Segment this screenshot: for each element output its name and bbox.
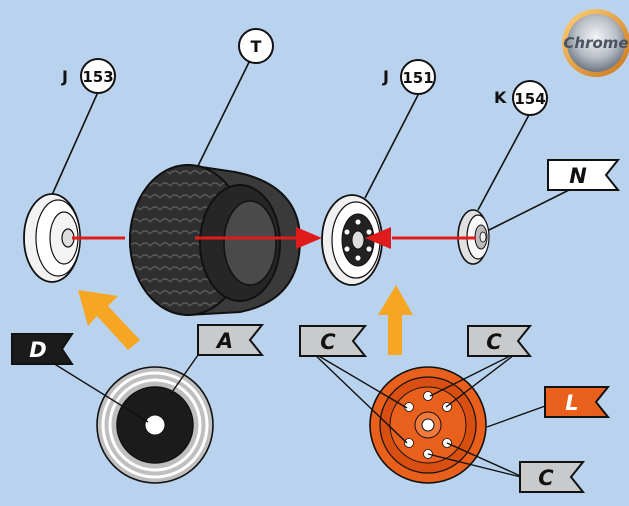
orange-rim bbox=[369, 366, 487, 484]
flag-c-right-top-label: C bbox=[486, 330, 502, 354]
chrome-badge: Chrome bbox=[562, 9, 629, 77]
hub-j153 bbox=[23, 193, 81, 283]
flag-c-left: C bbox=[299, 325, 368, 357]
callout-k154-number: 154 bbox=[514, 90, 545, 108]
arrow-up-left bbox=[78, 290, 140, 350]
callout-k154-prefix: K bbox=[494, 88, 507, 107]
callout-j153: J 153 bbox=[61, 58, 116, 94]
flag-c-right-top: C bbox=[467, 325, 533, 357]
hub-j151 bbox=[321, 194, 383, 286]
tire bbox=[129, 163, 302, 317]
callout-j153-prefix: J bbox=[61, 67, 68, 86]
flag-a: A bbox=[197, 324, 265, 356]
flag-d-label: D bbox=[29, 338, 46, 362]
flag-c-right-bottom: C bbox=[519, 461, 586, 493]
flag-l: L bbox=[544, 386, 611, 418]
leader-lines bbox=[51, 49, 604, 233]
arrow-up-right bbox=[378, 285, 413, 355]
callout-j151-number: 151 bbox=[402, 69, 433, 87]
chrome-badge-label: Chrome bbox=[563, 34, 628, 52]
flag-a-label: A bbox=[215, 329, 233, 353]
arrow-right-head bbox=[296, 227, 322, 249]
arrow-left-head bbox=[365, 227, 391, 249]
callout-j151: J 151 bbox=[382, 59, 436, 95]
callout-t-letter: T bbox=[251, 37, 262, 56]
callout-k154: K 154 bbox=[494, 80, 548, 116]
callout-t: T bbox=[238, 28, 274, 64]
hubcap-k154 bbox=[457, 209, 490, 265]
callout-j153-number: 153 bbox=[82, 68, 113, 86]
flag-d: D bbox=[11, 333, 74, 365]
flag-l-label: L bbox=[565, 391, 578, 415]
flag-n: N bbox=[547, 159, 621, 191]
assembly-arrows bbox=[72, 227, 476, 249]
insert-arrows bbox=[78, 285, 413, 355]
callout-j151-prefix: J bbox=[382, 67, 389, 86]
flag-c-right-bottom-label: C bbox=[538, 466, 554, 490]
flag-n-label: N bbox=[569, 164, 587, 188]
gray-disc bbox=[96, 366, 214, 484]
flag-c-left-label: C bbox=[320, 330, 336, 354]
